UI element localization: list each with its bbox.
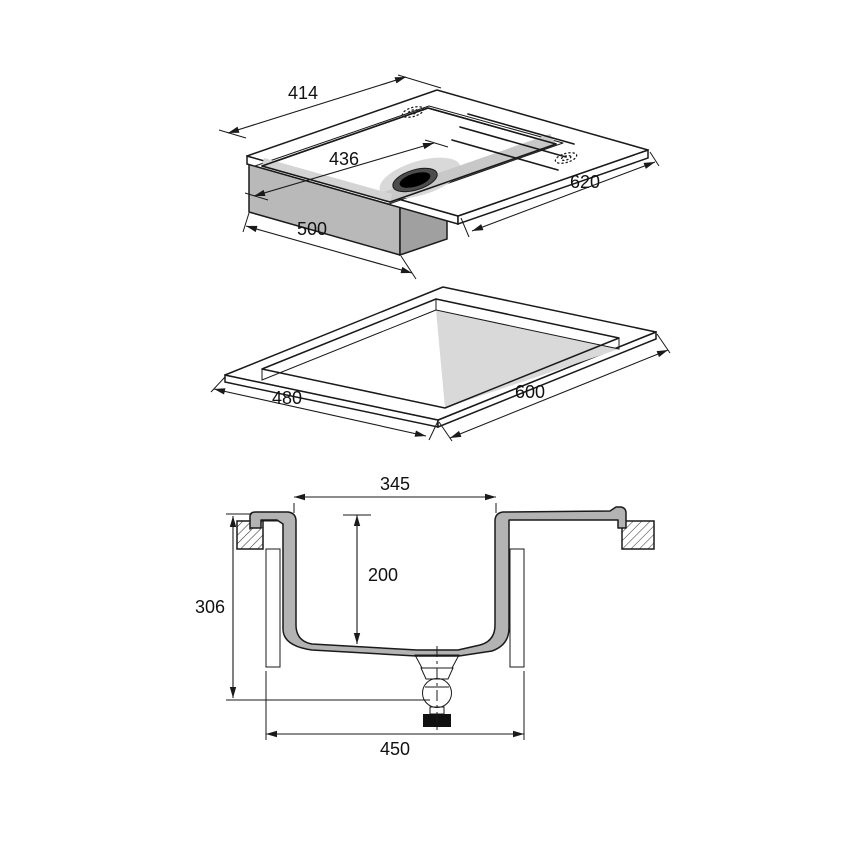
body-width-dim-label: 500: [297, 219, 327, 239]
groove-line: [467, 113, 575, 145]
cross-section-view: 345 200 306 450: [195, 474, 655, 759]
dim-line: [213, 388, 427, 437]
extension-line: [218, 129, 247, 139]
dim-section-top-width: 345: [293, 474, 497, 513]
extension-line: [428, 420, 439, 441]
dim-rim-width: 414: [218, 74, 442, 139]
section-top-width-dim-label: 345: [380, 474, 410, 494]
faucet-dotted-oval-inner: [407, 108, 419, 116]
dim-line: [227, 76, 407, 134]
dim-cutout-length: 600: [438, 333, 671, 442]
dim-base-width: 450: [265, 671, 525, 759]
extension-line: [460, 217, 470, 238]
cutout-isometric-view: 480 600: [210, 286, 671, 442]
hole-interior-left: [262, 310, 445, 408]
drain-assembly: [414, 646, 460, 733]
extension-line: [649, 151, 660, 167]
cutout-length-dim-label: 600: [515, 382, 545, 402]
sink-section-body: [249, 506, 627, 657]
cabinet-panel-left: [265, 548, 281, 668]
overall-length-dim-label: 620: [570, 172, 600, 192]
dim-line: [253, 142, 435, 197]
countertop-section-right: [621, 520, 655, 550]
dim-bowl-depth: 200: [343, 514, 398, 644]
dim-line: [245, 225, 413, 274]
extension-line: [210, 376, 226, 393]
base-width-dim-label: 450: [380, 739, 410, 759]
overall-height-dim-label: 306: [195, 597, 225, 617]
extension-line: [424, 139, 449, 148]
cabinet-panel-right: [509, 548, 525, 668]
extension-line: [242, 212, 250, 233]
dim-line: [449, 349, 669, 439]
dim-line: [471, 161, 656, 232]
extension-line: [656, 333, 671, 354]
hole-outline: [261, 298, 620, 409]
cutout-width-dim-label: 480: [272, 388, 302, 408]
faucet-dotted-oval-inner: [560, 154, 572, 162]
top-isometric-view: 414 436 500 620: [218, 74, 660, 280]
dim-bowl-width: 436: [244, 139, 449, 201]
dim-cutout-width: 480: [210, 376, 439, 441]
dim-overall-height: 306: [195, 513, 430, 701]
extension-line: [397, 74, 442, 89]
groove-line: [459, 126, 567, 158]
dim-body-width: 500: [242, 212, 417, 280]
dim-overall-length: 620: [460, 151, 660, 238]
rim-width-dim-label: 414: [288, 83, 318, 103]
extension-line: [244, 192, 269, 201]
extension-line: [400, 255, 417, 280]
drain-locknut: [420, 667, 454, 680]
extension-line: [438, 421, 453, 442]
bowl-width-dim-label: 436: [329, 149, 359, 169]
bowl-depth-dim-label: 200: [368, 565, 398, 585]
